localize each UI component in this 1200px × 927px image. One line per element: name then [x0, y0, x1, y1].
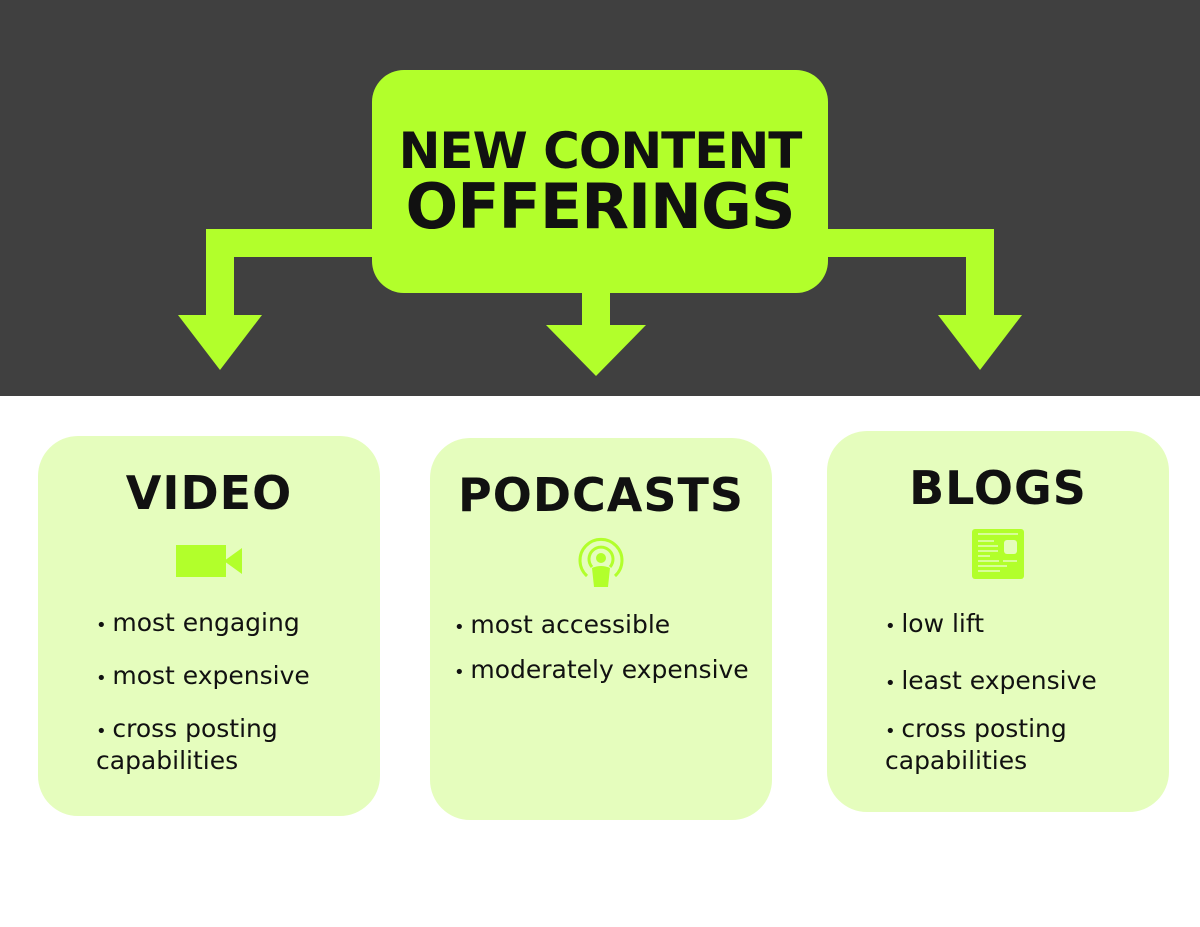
bullet: most engaging	[96, 608, 360, 640]
bullet: cross posting capabilities	[885, 714, 1149, 775]
bullet: cross posting capabilities	[96, 714, 360, 775]
video-camera-icon	[176, 545, 242, 577]
title-box: NEW CONTENT OFFERINGS	[372, 70, 828, 293]
title-line-1: NEW CONTENT	[398, 121, 803, 180]
arrowhead-center	[546, 325, 646, 376]
card-blogs: BLOGS low lift least expensive cross pos…	[827, 431, 1169, 812]
bullet: most accessible	[454, 610, 752, 642]
arrowhead-left	[178, 315, 262, 370]
card-title: VIDEO	[125, 466, 293, 520]
card-video: VIDEO most engaging most expensive cross…	[38, 436, 380, 816]
arrowhead-right	[938, 315, 1022, 370]
arrow-left	[206, 229, 380, 318]
card-title: BLOGS	[909, 461, 1087, 515]
card-podcasts: PODCASTS most accessible moderately expe…	[430, 438, 772, 820]
bullet: most expensive	[96, 661, 360, 693]
arrow-right	[820, 229, 994, 318]
bullet: low lift	[885, 609, 1149, 641]
podcast-icon	[578, 537, 624, 587]
bullet: moderately expensive	[454, 655, 752, 687]
title-line-2: OFFERINGS	[405, 169, 795, 243]
card-title: PODCASTS	[458, 468, 744, 522]
bullet: least expensive	[885, 666, 1149, 698]
blog-article-icon	[972, 529, 1024, 579]
